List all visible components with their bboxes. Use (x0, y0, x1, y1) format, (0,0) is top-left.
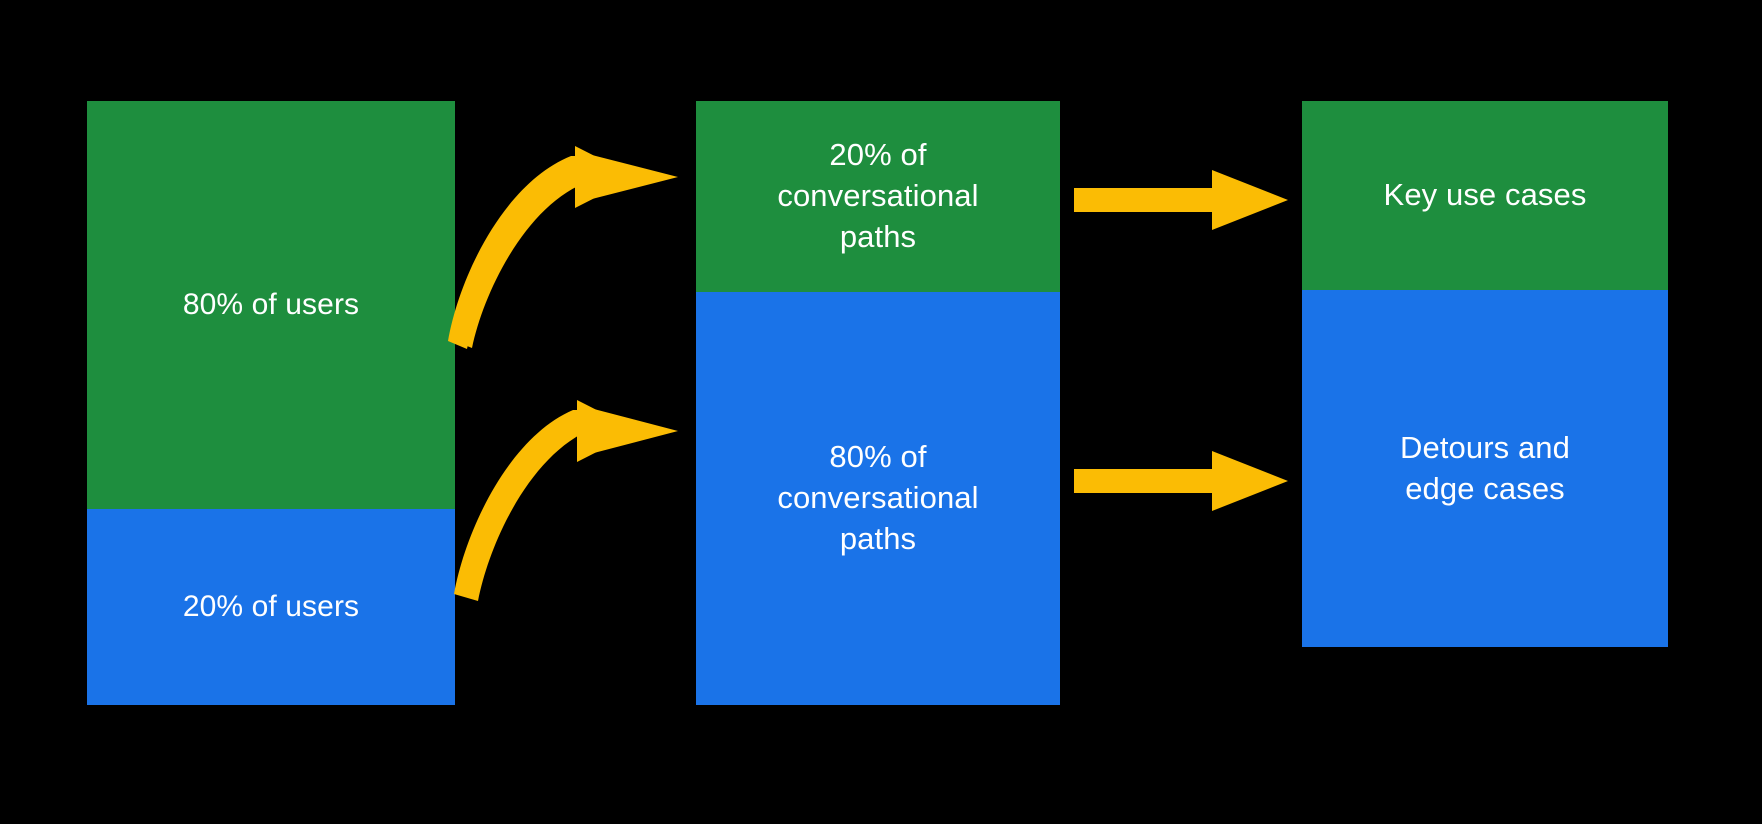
segment-label: Key use cases (1383, 177, 1587, 213)
segment-detours-edge-cases: Detours and edge cases (1302, 290, 1668, 647)
segment-label: 20% of conversational paths (777, 137, 979, 254)
column-outcomes: Key use cases Detours and edge cases (1302, 101, 1668, 647)
curved-arrow-top-icon (448, 146, 678, 349)
segment-paths-blue: 80% of conversational paths (696, 292, 1060, 705)
straight-arrow-top-icon (1074, 170, 1288, 230)
straight-arrow-bottom-icon (1074, 451, 1288, 511)
segment-label: 80% of users (182, 288, 360, 322)
column-conversational-paths: 20% of conversational paths 80% of conve… (696, 101, 1060, 705)
column-users: 80% of users 20% of users (87, 101, 455, 705)
segment-label: 20% of users (182, 590, 360, 624)
segment-paths-green: 20% of conversational paths (696, 101, 1060, 292)
segment-users-blue: 20% of users (87, 509, 455, 705)
segment-key-use-cases: Key use cases (1302, 101, 1668, 290)
segment-label: Detours and edge cases (1400, 429, 1570, 506)
segment-users-green: 80% of users (87, 101, 455, 509)
curved-arrow-bottom-icon (454, 400, 678, 601)
segment-label: 80% of conversational paths (777, 439, 979, 556)
